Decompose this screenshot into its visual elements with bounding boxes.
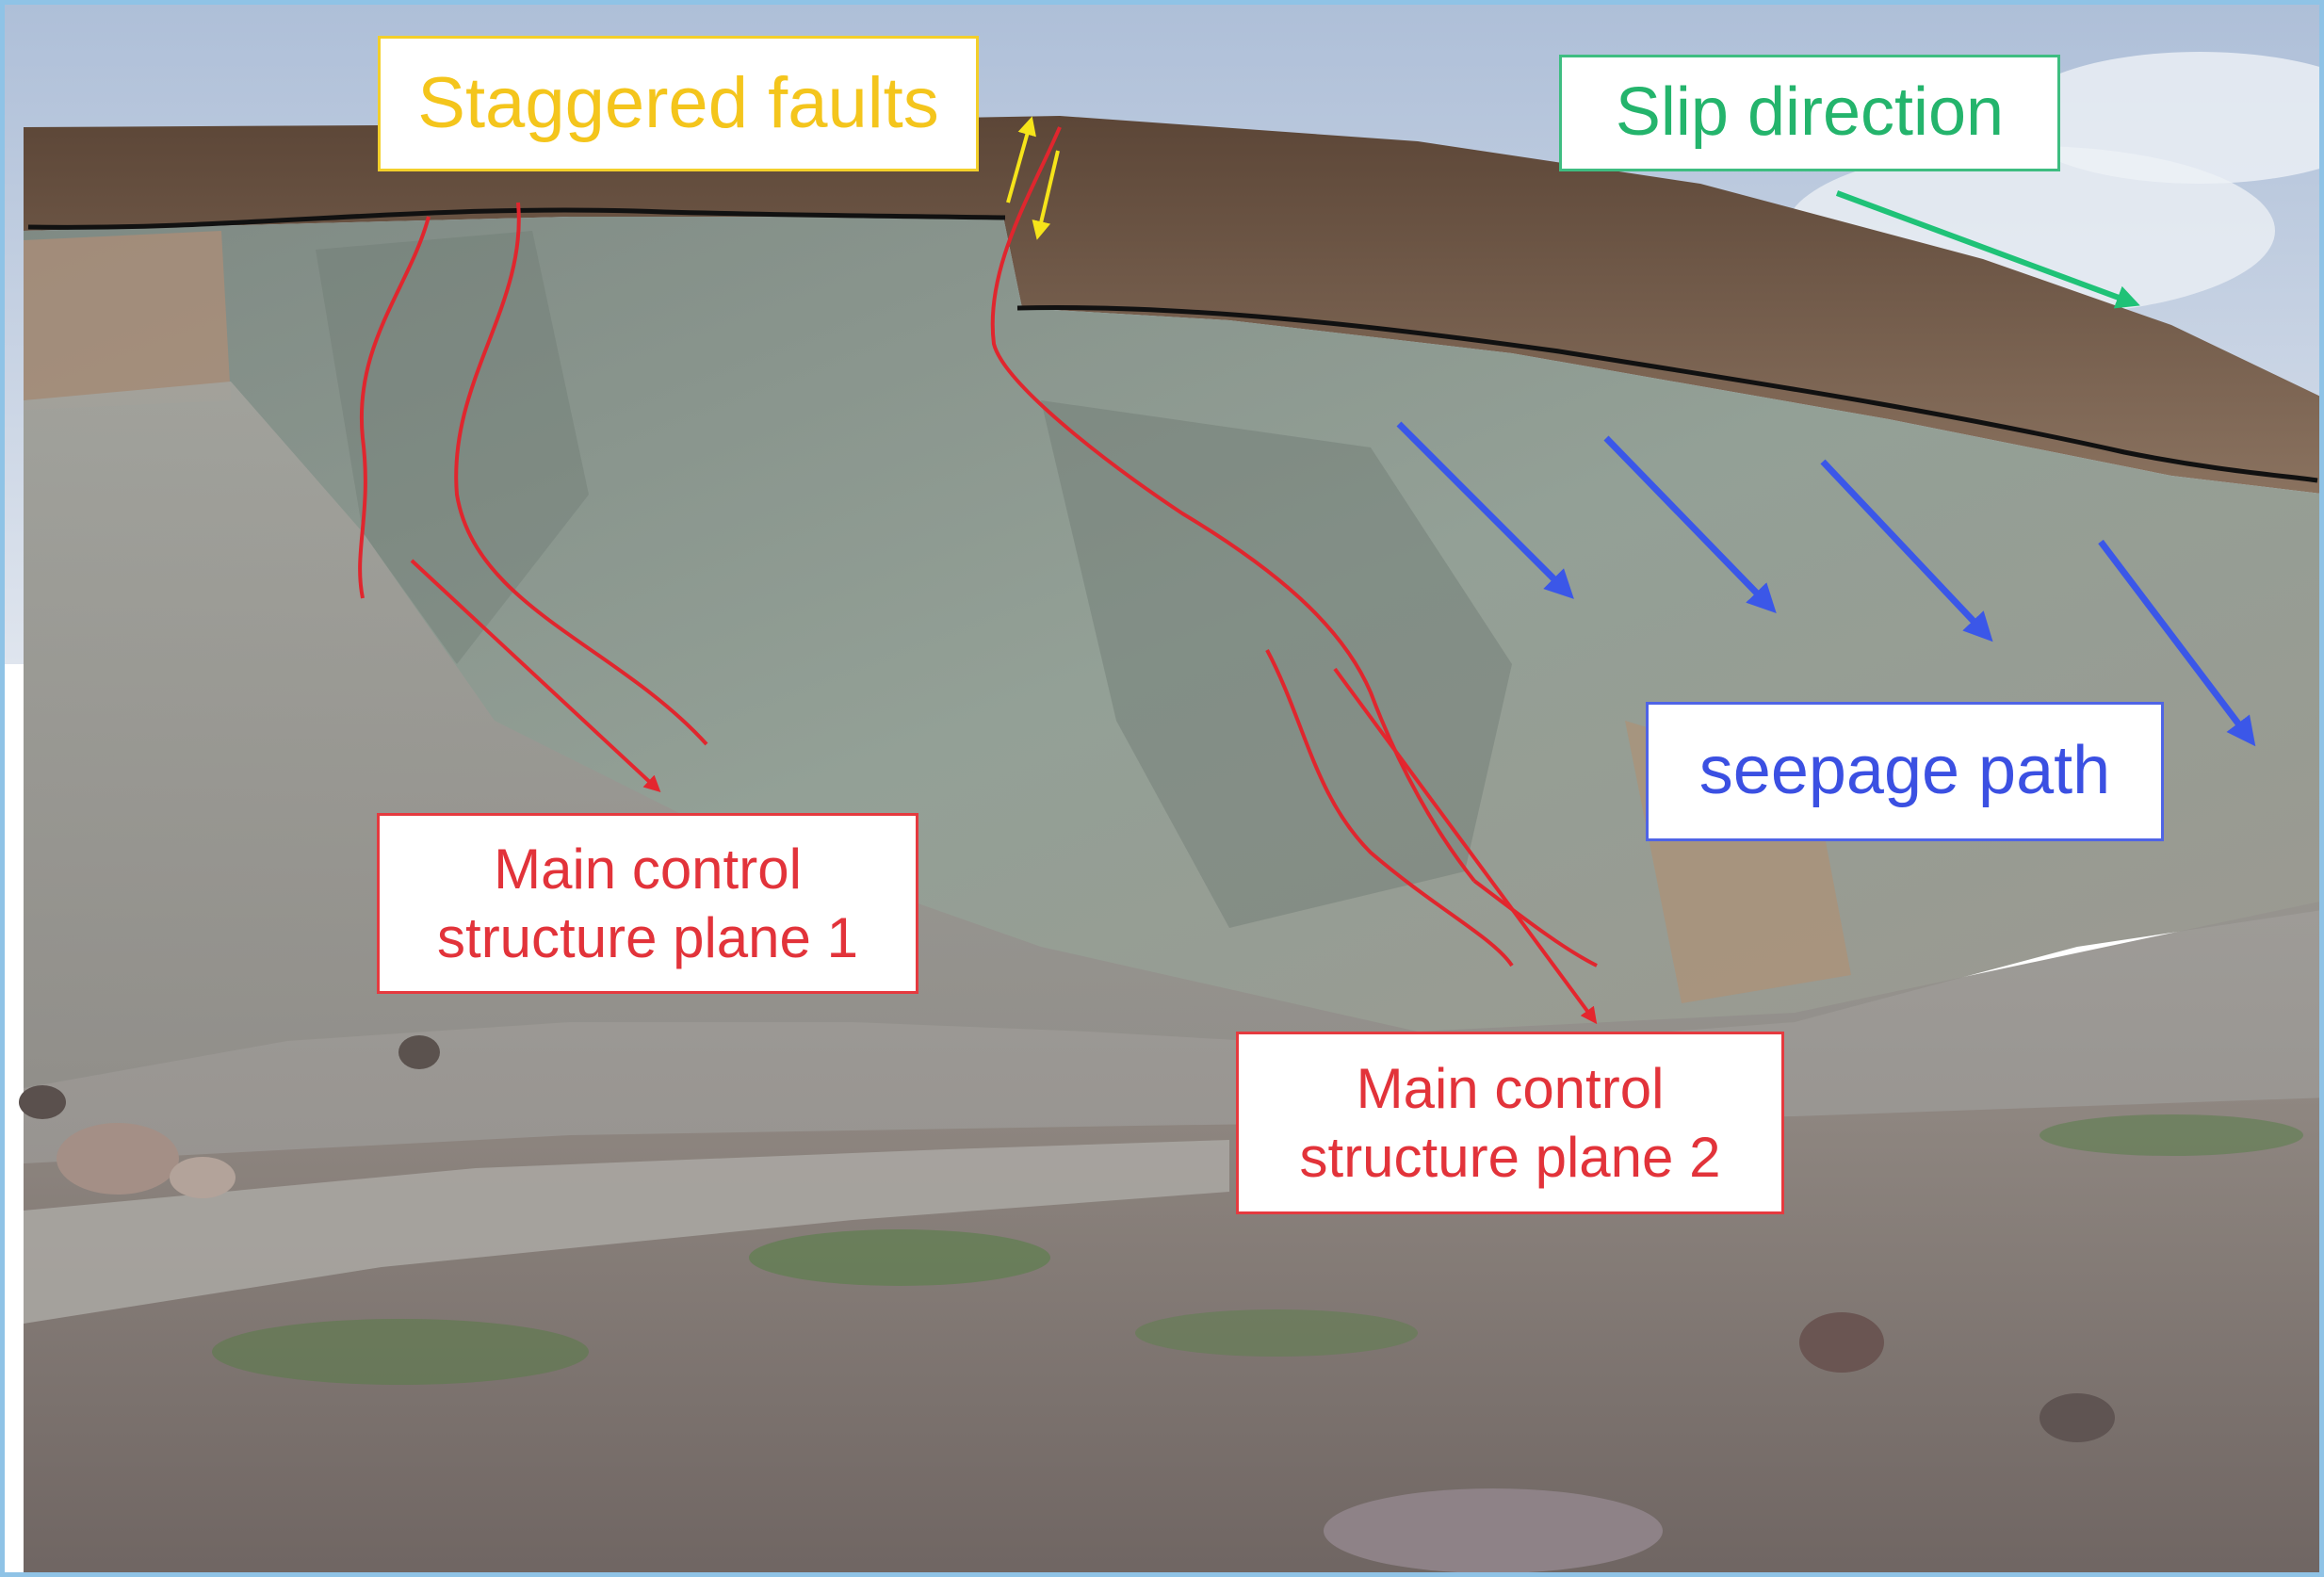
main-control-plane-2-text: Main control structure plane 2 bbox=[1299, 1056, 1721, 1189]
main-plane-2-arrow bbox=[1333, 667, 1598, 1025]
staggered-arrow-up bbox=[1006, 116, 1036, 203]
seepage-arrow bbox=[1603, 435, 1777, 614]
slip-direction-arrow bbox=[1835, 190, 2140, 309]
slip-direction-label: Slip direction bbox=[1559, 55, 2060, 171]
fault-trace bbox=[358, 216, 431, 599]
main-control-plane-1-label: Main control structure plane 1 bbox=[377, 813, 918, 994]
boulder bbox=[170, 1157, 236, 1198]
fault-trace bbox=[1265, 649, 1514, 967]
gravel-road bbox=[24, 1140, 1229, 1324]
boulder bbox=[1324, 1488, 1663, 1572]
grass-patch bbox=[212, 1319, 589, 1385]
slip-direction-text: Slip direction bbox=[1615, 74, 2005, 151]
main-plane-1-arrow bbox=[410, 559, 661, 792]
layer-boundary-lower bbox=[1016, 305, 2318, 483]
main-control-plane-1-text: Main control structure plane 1 bbox=[437, 837, 858, 969]
dark-rock-zone bbox=[316, 231, 589, 664]
grass-patch bbox=[1135, 1309, 1418, 1357]
seepage-arrow bbox=[1820, 459, 1993, 642]
dark-rock-zone bbox=[1041, 400, 1512, 928]
layer-boundary-upper bbox=[27, 207, 1006, 230]
boulder bbox=[57, 1123, 179, 1195]
grass-patch bbox=[749, 1229, 1050, 1286]
seepage-path-text: seepage path bbox=[1698, 733, 2111, 809]
fault-trace bbox=[1472, 879, 1598, 967]
staggered-arrow-down bbox=[1032, 150, 1060, 240]
fault-trace bbox=[454, 202, 708, 746]
seepage-arrow bbox=[1396, 421, 1574, 599]
boulder bbox=[1799, 1312, 1884, 1373]
seepage-path-label: seepage path bbox=[1646, 702, 2164, 841]
seepage-arrow bbox=[2098, 539, 2256, 747]
boulder bbox=[2040, 1393, 2115, 1442]
staggered-faults-label: Staggered faults bbox=[378, 36, 979, 171]
weathered-orange-zone bbox=[24, 231, 231, 410]
boulder bbox=[398, 1035, 440, 1069]
grass-patch bbox=[2040, 1114, 2303, 1156]
staggered-faults-text: Staggered faults bbox=[417, 62, 939, 143]
boulder bbox=[19, 1085, 66, 1119]
main-control-plane-2-label: Main control structure plane 2 bbox=[1236, 1032, 1784, 1214]
cloud bbox=[2011, 52, 2319, 184]
